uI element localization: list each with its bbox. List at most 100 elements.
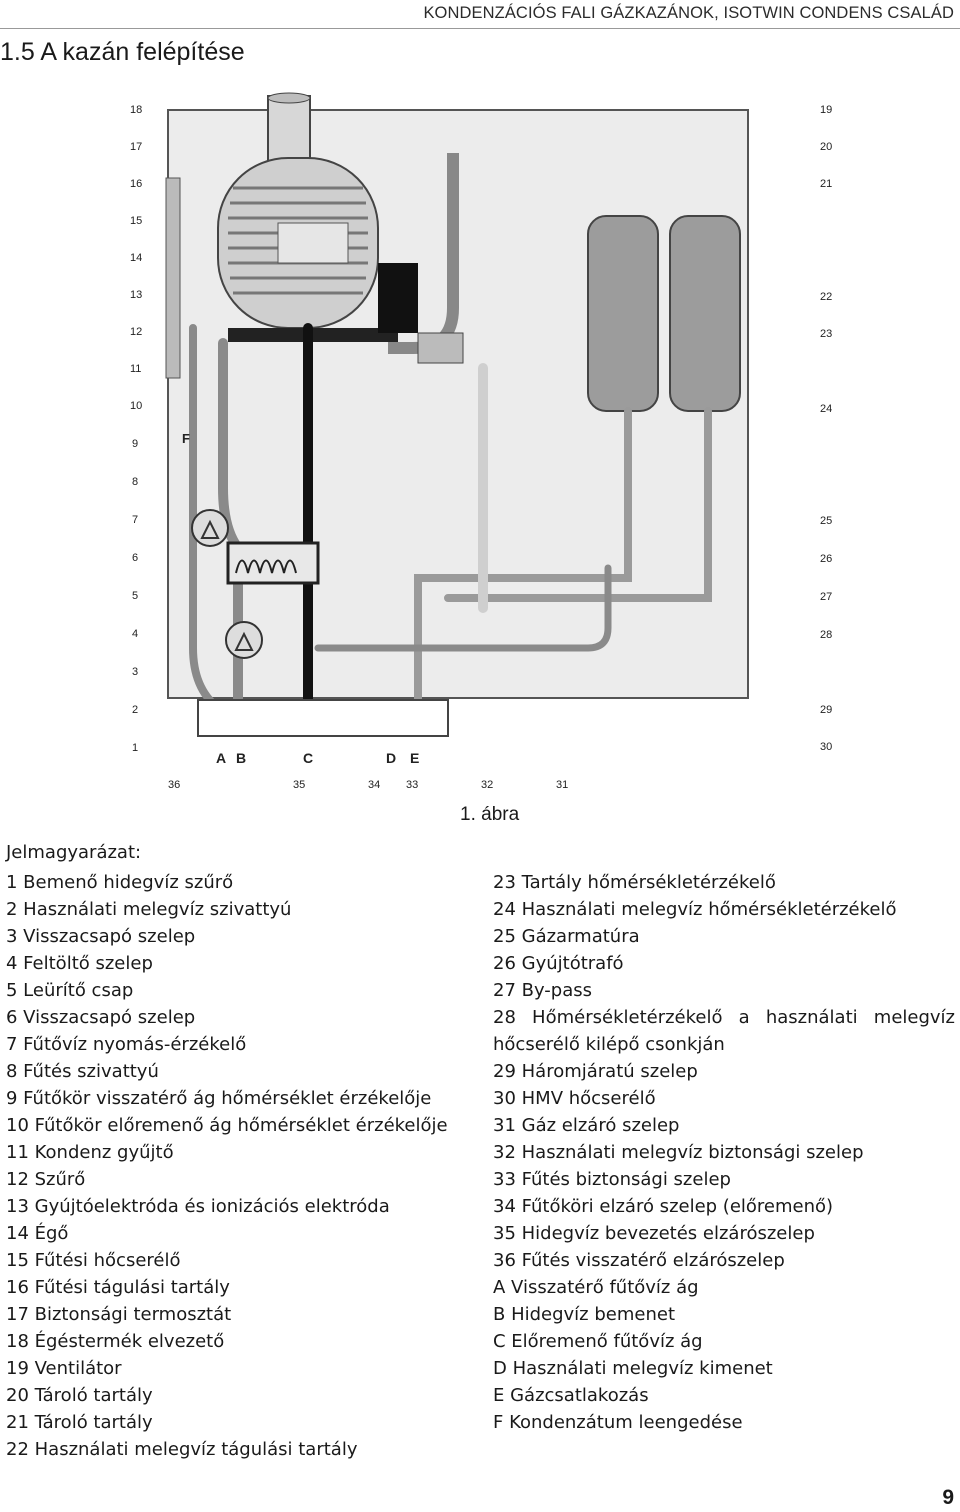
page-number: 9 [942,1486,954,1509]
callout-13: 13 [130,289,142,301]
legend-item: C Előremenő fűtővíz ág [493,1331,703,1352]
header-rule [0,28,960,29]
legend-item: 30 HMV hőcserélő [493,1088,656,1109]
callout-30: 30 [820,741,832,753]
callout-1: 1 [132,742,138,754]
callout-17: 17 [130,141,142,153]
legend-item: 20 Tároló tartály [6,1385,153,1406]
letter-E: E [410,750,419,766]
legend-item: 21 Tároló tartály [6,1412,153,1433]
pipes [189,323,712,713]
storage-tank-1 [587,215,659,412]
burner [277,222,349,264]
dhw-pump [225,621,263,659]
callout-11: 11 [130,363,141,375]
legend-item: E Gázcsatlakozás [493,1385,649,1406]
callout-5: 5 [132,590,138,602]
callout-24: 24 [820,403,832,415]
callout-2: 2 [132,704,138,716]
boiler-schematic: 18 17 16 15 14 13 12 11 10 9 8 7 6 5 4 3… [130,92,832,791]
callout-35: 35 [293,779,305,791]
legend-item: 27 By-pass [493,980,593,1001]
legend-item: A Visszatérő fűtővíz ág [493,1277,699,1298]
running-header: KONDENZÁCIÓS FALI GÁZKAZÁNOK, ISOTWIN CO… [423,4,954,22]
legend-item: 15 Fűtési hőcserélő [6,1250,181,1271]
letter-F: F [182,431,190,446]
legend-item: 36 Fűtés visszatérő elzárószelep [493,1250,785,1271]
legend-item: 9 Fűtőkör visszatérő ág hőmérséklet érzé… [6,1088,432,1109]
gas-valve [417,332,464,364]
callout-20: 20 [820,141,832,153]
legend-item: 23 Tartály hőmérsékletérzékelő [493,872,776,893]
legend-item: 33 Fűtés biztonsági szelep [493,1169,731,1190]
heating-pump [191,509,229,547]
legend-item: 12 Szűrő [6,1169,86,1190]
connection-rail [197,699,449,737]
legend-item: 22 Használati melegvíz tágulási tartály [6,1439,358,1460]
callout-16: 16 [130,178,142,190]
callout-21: 21 [820,178,832,190]
legend-item: 34 Fűtőköri elzáró szelep (előremenő) [493,1196,834,1217]
callout-26: 26 [820,553,832,565]
callout-34: 34 [368,779,380,791]
legend-item: 18 Égéstermék elvezető [6,1331,225,1352]
callout-15: 15 [130,215,142,227]
legend-item: 31 Gáz elzáró szelep [493,1115,680,1136]
legend-item: 32 Használati melegvíz biztonsági szelep [493,1142,864,1163]
legend-item: 19 Ventilátor [6,1358,122,1379]
legend-right-column: 23 Tartály hőmérsékletérzékelő 24 Haszná… [493,869,955,1436]
storage-tank-2 [669,215,741,412]
heating-expansion-vessel [165,177,181,379]
callout-6: 6 [132,552,138,564]
callout-19: 19 [820,104,832,116]
legend-item: F Kondenzátum leengedése [493,1412,743,1433]
legend-item: 29 Háromjáratú szelep [493,1061,698,1082]
legend-item: B Hidegvíz bemenet [493,1304,676,1325]
callouts-bottom: 36 35 34 33 32 31 [168,779,568,791]
flue-opening [267,92,311,104]
connection-letters: A B C D E [216,750,419,766]
legend-item: 8 Fűtés szivattyú [6,1061,159,1082]
legend-item: 35 Hidegvíz bevezetés elzárószelep [493,1223,815,1244]
section-title: 1.5 A kazán felépítése [0,38,245,66]
letter-B: B [236,750,246,766]
callout-31: 31 [556,779,568,791]
legend-item: 4 Feltöltő szelep [6,953,153,974]
letter-C: C [303,750,313,766]
figure-caption: 1. ábra [460,804,520,825]
callout-25: 25 [820,515,832,527]
callout-12: 12 [130,326,142,338]
callouts-right: 19 20 21 22 23 24 25 26 27 28 29 30 [820,104,832,753]
legend-item: 17 Biztonsági termosztát [6,1304,232,1325]
callout-3: 3 [132,666,138,678]
legend-item: 5 Leürítő csap [6,980,134,1001]
legend-item: 10 Fűtőkör előremenő ág hőmérséklet érzé… [6,1115,448,1136]
legend-item: 1 Bemenő hidegvíz szűrő [6,872,234,893]
legend-item: D Használati melegvíz kimenet [493,1358,773,1379]
legend-item: 2 Használati melegvíz szivattyú [6,899,292,920]
callout-27: 27 [820,591,832,603]
callout-10: 10 [130,400,142,412]
legend-item-continuation: hőcserélő kilépő csonkján [493,1034,725,1055]
callouts-left: 18 17 16 15 14 13 12 11 10 9 8 7 6 5 4 3… [130,104,142,754]
flue-pipe [267,95,311,167]
legend-item: 24 Használati melegvíz hőmérsékletérzéke… [493,899,897,920]
legend-left-column: 1 Bemenő hidegvíz szűrő 2 Használati mel… [6,869,476,1463]
callout-9: 9 [132,438,138,450]
callout-18: 18 [130,104,142,116]
letter-D: D [386,750,396,766]
legend-item: 13 Gyújtóelektróda és ionizációs elektró… [6,1196,390,1217]
legend-item: 3 Visszacsapó szelep [6,926,196,947]
callout-23: 23 [820,328,832,340]
letter-A: A [216,750,226,766]
callout-32: 32 [481,779,493,791]
callout-22: 22 [820,291,832,303]
fan [378,263,418,333]
legend-item: 7 Fűtővíz nyomás-érzékelő [6,1034,247,1055]
callout-36: 36 [168,779,180,791]
callout-28: 28 [820,629,832,641]
legend-item: 6 Visszacsapó szelep [6,1007,196,1028]
callout-7: 7 [132,514,138,526]
legend-item: 25 Gázarmatúra [493,926,640,947]
legend-item: 11 Kondenz gyűjtő [6,1142,174,1163]
